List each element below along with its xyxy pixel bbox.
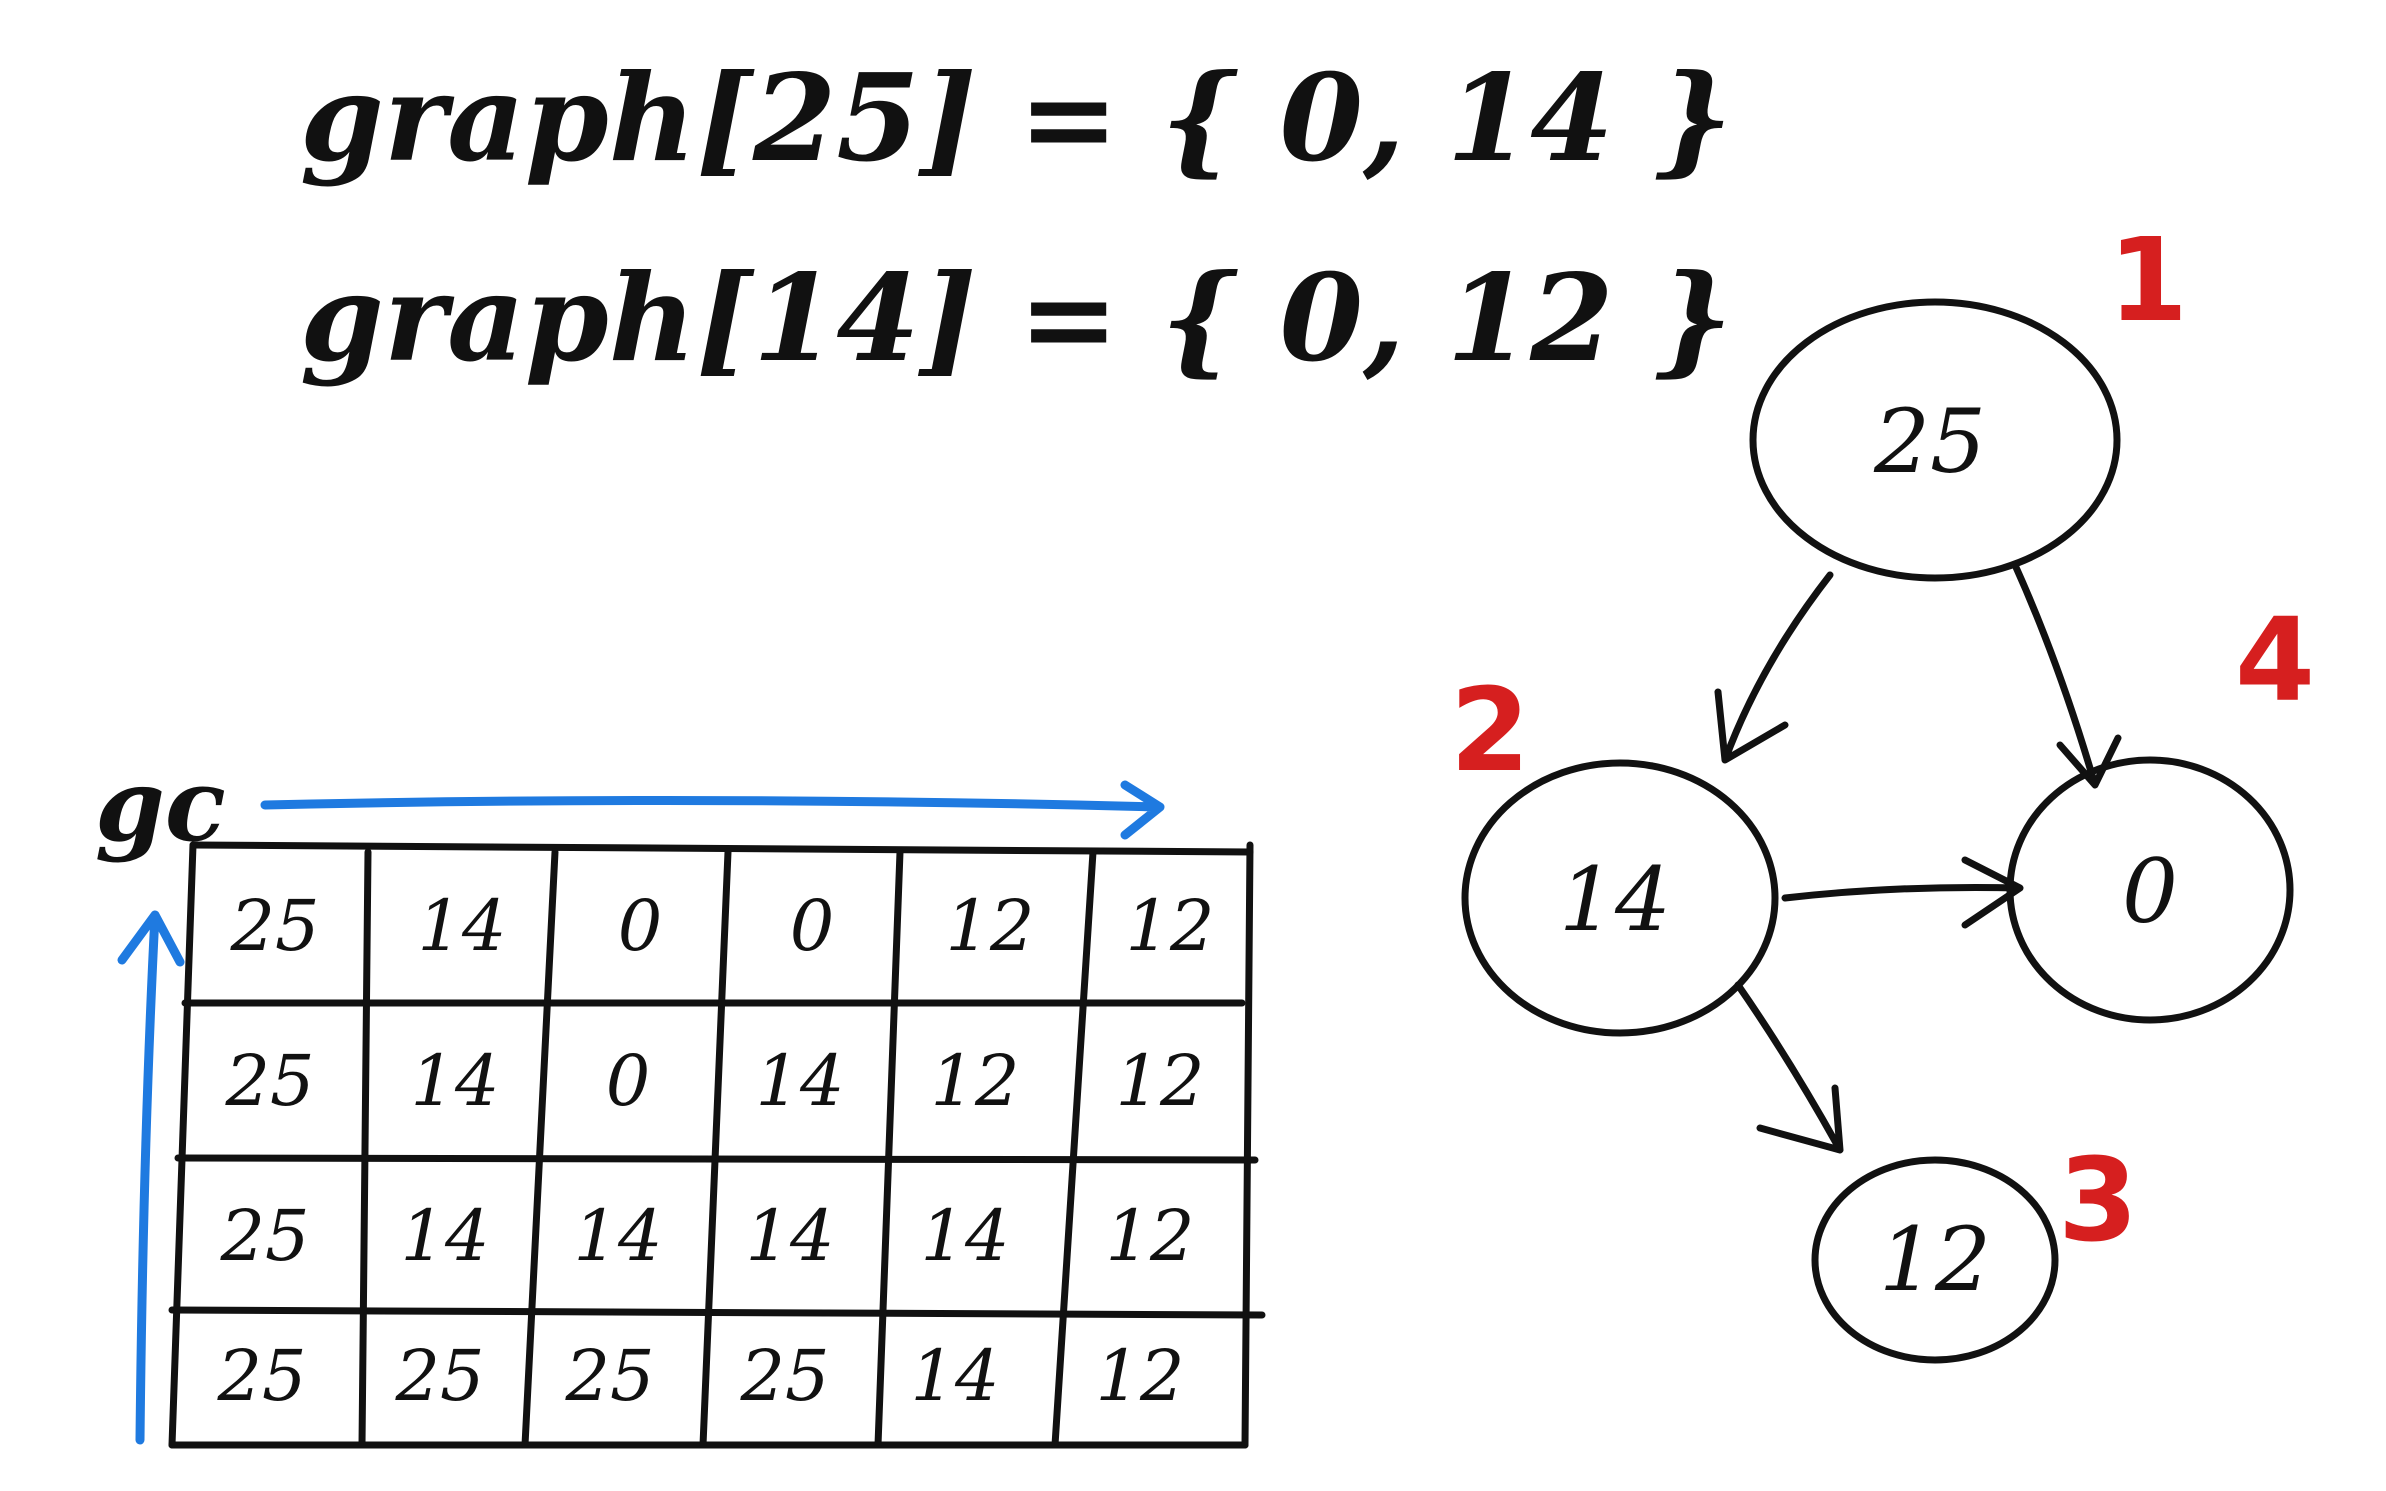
node-12-label: 12	[1879, 1208, 1991, 1311]
equation-graph-14: graph[14] = { 0, 12 }	[300, 248, 1733, 389]
cell-r3-c2: 25	[564, 1335, 654, 1417]
cell-r1-c1: 14	[410, 1040, 499, 1122]
cell-r0-c2: 0	[618, 885, 663, 967]
cell-r1-c3: 14	[755, 1040, 844, 1122]
cell-r1-c5: 12	[1115, 1040, 1204, 1122]
node-0-label: 0	[2122, 840, 2178, 943]
cell-r3-c3: 25	[739, 1335, 829, 1417]
directed-graph: 25 1 14 2 0 4 12 3	[1450, 214, 2315, 1364]
graph-edges	[1714, 561, 2122, 1154]
node-25-order: 1	[2108, 214, 2188, 348]
graph-node-0: 0 4	[2006, 594, 2315, 1024]
horizontal-axis-arrow	[260, 780, 1165, 840]
cell-r0-c0: 25	[229, 885, 319, 967]
graph-node-14: 14 2	[1450, 664, 1779, 1037]
node-0-order: 4	[2235, 594, 2315, 728]
cell-r1-c2: 0	[606, 1040, 651, 1122]
equation-graph-25: graph[25] = { 0, 14 }	[300, 48, 1733, 189]
edge-25-to-14	[1714, 571, 1834, 764]
cell-r1-c0: 25	[224, 1040, 314, 1122]
cell-r0-c4: 12	[945, 885, 1034, 967]
cell-r2-c1: 14	[400, 1195, 489, 1277]
table-cells: 25 14 0 0 12 12 25 14 0 14 12 12 25 14 1…	[216, 885, 1214, 1417]
graph-node-25: 25 1	[1749, 214, 2188, 582]
equations: graph[25] = { 0, 14 } graph[14] = { 0, 1…	[300, 48, 1733, 389]
cell-r2-c2: 14	[573, 1195, 662, 1277]
cell-r0-c5: 12	[1125, 885, 1214, 967]
node-14-order: 2	[1450, 664, 1530, 798]
cell-r2-c0: 25	[219, 1195, 309, 1277]
axis-arrows	[117, 780, 1165, 1445]
graph-nodes: 25 1 14 2 0 4 12 3	[1450, 214, 2315, 1364]
edge-14-to-12	[1734, 981, 1844, 1154]
cell-r3-c4: 14	[910, 1335, 999, 1417]
cell-r2-c5: 12	[1105, 1195, 1194, 1277]
cell-r2-c4: 14	[920, 1195, 1009, 1277]
cell-r3-c1: 25	[394, 1335, 484, 1417]
edge-25-to-0	[2011, 561, 2122, 789]
node-12-order: 3	[2058, 1134, 2138, 1268]
cell-r3-c5: 12	[1095, 1335, 1184, 1417]
gc-table: gc 25 14 0 0 12 12	[95, 746, 1266, 1449]
edge-14-to-0	[1781, 856, 2024, 929]
table-grid-lines	[168, 841, 1266, 1449]
node-0-circle	[2006, 756, 2294, 1024]
cell-r3-c0: 25	[216, 1335, 306, 1417]
cell-r2-c3: 14	[745, 1195, 834, 1277]
node-14-circle	[1461, 759, 1779, 1037]
cell-r0-c3: 0	[790, 885, 835, 967]
node-12-circle	[1811, 1156, 2059, 1364]
node-14-label: 14	[1559, 848, 1671, 951]
node-25-label: 25	[1873, 390, 1986, 493]
node-25-circle	[1749, 298, 2121, 582]
vertical-axis-arrow	[117, 910, 185, 1445]
graph-node-12: 12 3	[1811, 1134, 2138, 1364]
cell-r1-c4: 12	[930, 1040, 1019, 1122]
cell-r0-c1: 14	[417, 885, 506, 967]
